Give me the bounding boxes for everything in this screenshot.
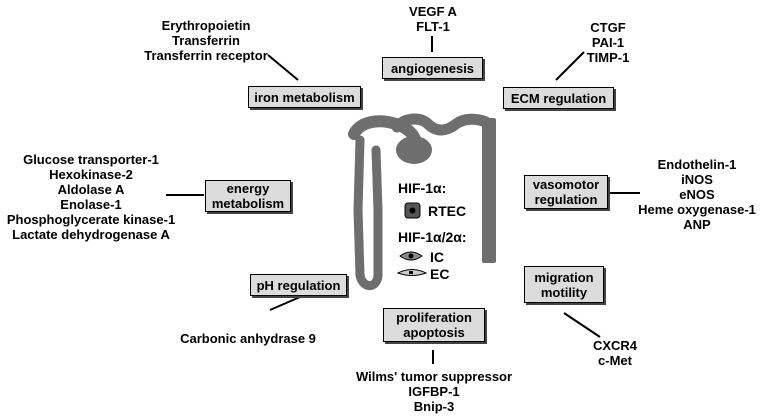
ph-genes: Carbonic anhydrase 9 xyxy=(174,331,322,346)
legend-ic: IC xyxy=(430,249,444,265)
migration-motility-box: migration motility xyxy=(524,266,604,303)
vasomotor-label-line1: vasomotor xyxy=(532,177,600,192)
proliferation-label-line1: proliferation xyxy=(396,310,472,325)
gene-ho1: Heme oxygenase-1 xyxy=(638,202,756,217)
iron-genes: Erythropoietin Transferrin Transferrin r… xyxy=(128,18,284,63)
legend-hif1a: HIF-1α: xyxy=(398,180,447,196)
ecm-genes: CTGF PAI-1 TIMP-1 xyxy=(578,20,638,65)
vasomotor-regulation-box: vasomotor regulation xyxy=(524,175,608,209)
migration-label-line1: migration xyxy=(534,269,594,285)
migration-label-line2: motility xyxy=(540,284,588,300)
gene-endothelin-1: Endothelin-1 xyxy=(657,157,737,172)
iron-metabolism-box: iron metabolism xyxy=(248,86,361,108)
gene-timp-1: TIMP-1 xyxy=(586,50,630,65)
gene-transferrin: Transferrin xyxy=(172,33,240,48)
gene-igfbp-1: IGFBP-1 xyxy=(408,384,460,399)
energy-genes: Glucose transporter-1 Hexokinase-2 Aldol… xyxy=(2,152,180,242)
energy-label-line1: energy xyxy=(226,181,270,196)
gene-bnip-3: Bnip-3 xyxy=(413,399,455,414)
gene-erythropoietin: Erythropoietin xyxy=(161,18,251,33)
vasomotor-label-line2: regulation xyxy=(534,192,598,207)
gene-glut1: Glucose transporter-1 xyxy=(23,152,159,167)
ecm-regulation-label: ECM regulation xyxy=(510,90,607,106)
ec-cell-icon xyxy=(396,269,428,276)
gene-c-met: c-Met xyxy=(598,353,632,368)
gene-ca9: Carbonic anhydrase 9 xyxy=(180,331,316,346)
proliferation-label-line2: apoptosis xyxy=(403,325,465,340)
ph-regulation-box: pH regulation xyxy=(250,274,347,296)
energy-label-line2: metabolism xyxy=(211,196,285,211)
gene-enolase-1: Enolase-1 xyxy=(60,197,122,212)
gene-transferrin-receptor: Transferrin receptor xyxy=(144,48,268,63)
energy-metabolism-box: energy metabolism xyxy=(205,180,291,212)
connector-ph xyxy=(269,296,301,311)
ecm-regulation-box: ECM regulation xyxy=(503,87,614,109)
gene-cxcr4: CXCR4 xyxy=(592,338,638,353)
gene-wt1: Wilms' tumor suppressor xyxy=(355,369,513,384)
proliferation-genes: Wilms' tumor suppressor IGFBP-1 Bnip-3 xyxy=(350,369,518,414)
gene-vegf-a: VEGF A xyxy=(409,4,457,19)
gene-inos: iNOS xyxy=(681,172,713,187)
gene-aldolase-a: Aldolase A xyxy=(57,182,125,197)
connector-migration xyxy=(563,312,601,338)
gene-pai-1: PAI-1 xyxy=(591,35,625,50)
legend-hif12a: HIF-1α/2α: xyxy=(398,229,467,245)
connector-iron xyxy=(267,54,299,81)
iron-metabolism-label: iron metabolism xyxy=(254,89,355,105)
gene-flt-1: FLT-1 xyxy=(416,19,450,34)
connector-ecm xyxy=(555,51,585,81)
angiogenesis-genes: VEGF A FLT-1 xyxy=(392,4,474,34)
gene-ctgf: CTGF xyxy=(590,20,626,35)
rtec-cell-icon xyxy=(404,202,421,219)
legend-rtec: RTEC xyxy=(428,203,467,219)
angiogenesis-box: angiogenesis xyxy=(382,57,483,79)
vasomotor-genes: Endothelin-1 iNOS eNOS Heme oxygenase-1 … xyxy=(636,157,758,232)
proliferation-apoptosis-box: proliferation apoptosis xyxy=(383,308,485,342)
angiogenesis-label: angiogenesis xyxy=(390,60,475,76)
ic-cell-icon xyxy=(399,251,423,261)
nephron-illustration xyxy=(348,113,496,291)
gene-pgk1: Phosphoglycerate kinase-1 xyxy=(6,212,176,227)
gene-enos: eNOS xyxy=(679,187,715,202)
gene-anp: ANP xyxy=(683,217,711,232)
gene-ldha: Lactate dehydrogenase A xyxy=(12,227,170,242)
legend-ec: EC xyxy=(430,266,450,282)
ph-regulation-label: pH regulation xyxy=(256,277,341,293)
migration-genes: CXCR4 c-Met xyxy=(588,338,642,368)
gene-hk2: Hexokinase-2 xyxy=(49,167,133,182)
